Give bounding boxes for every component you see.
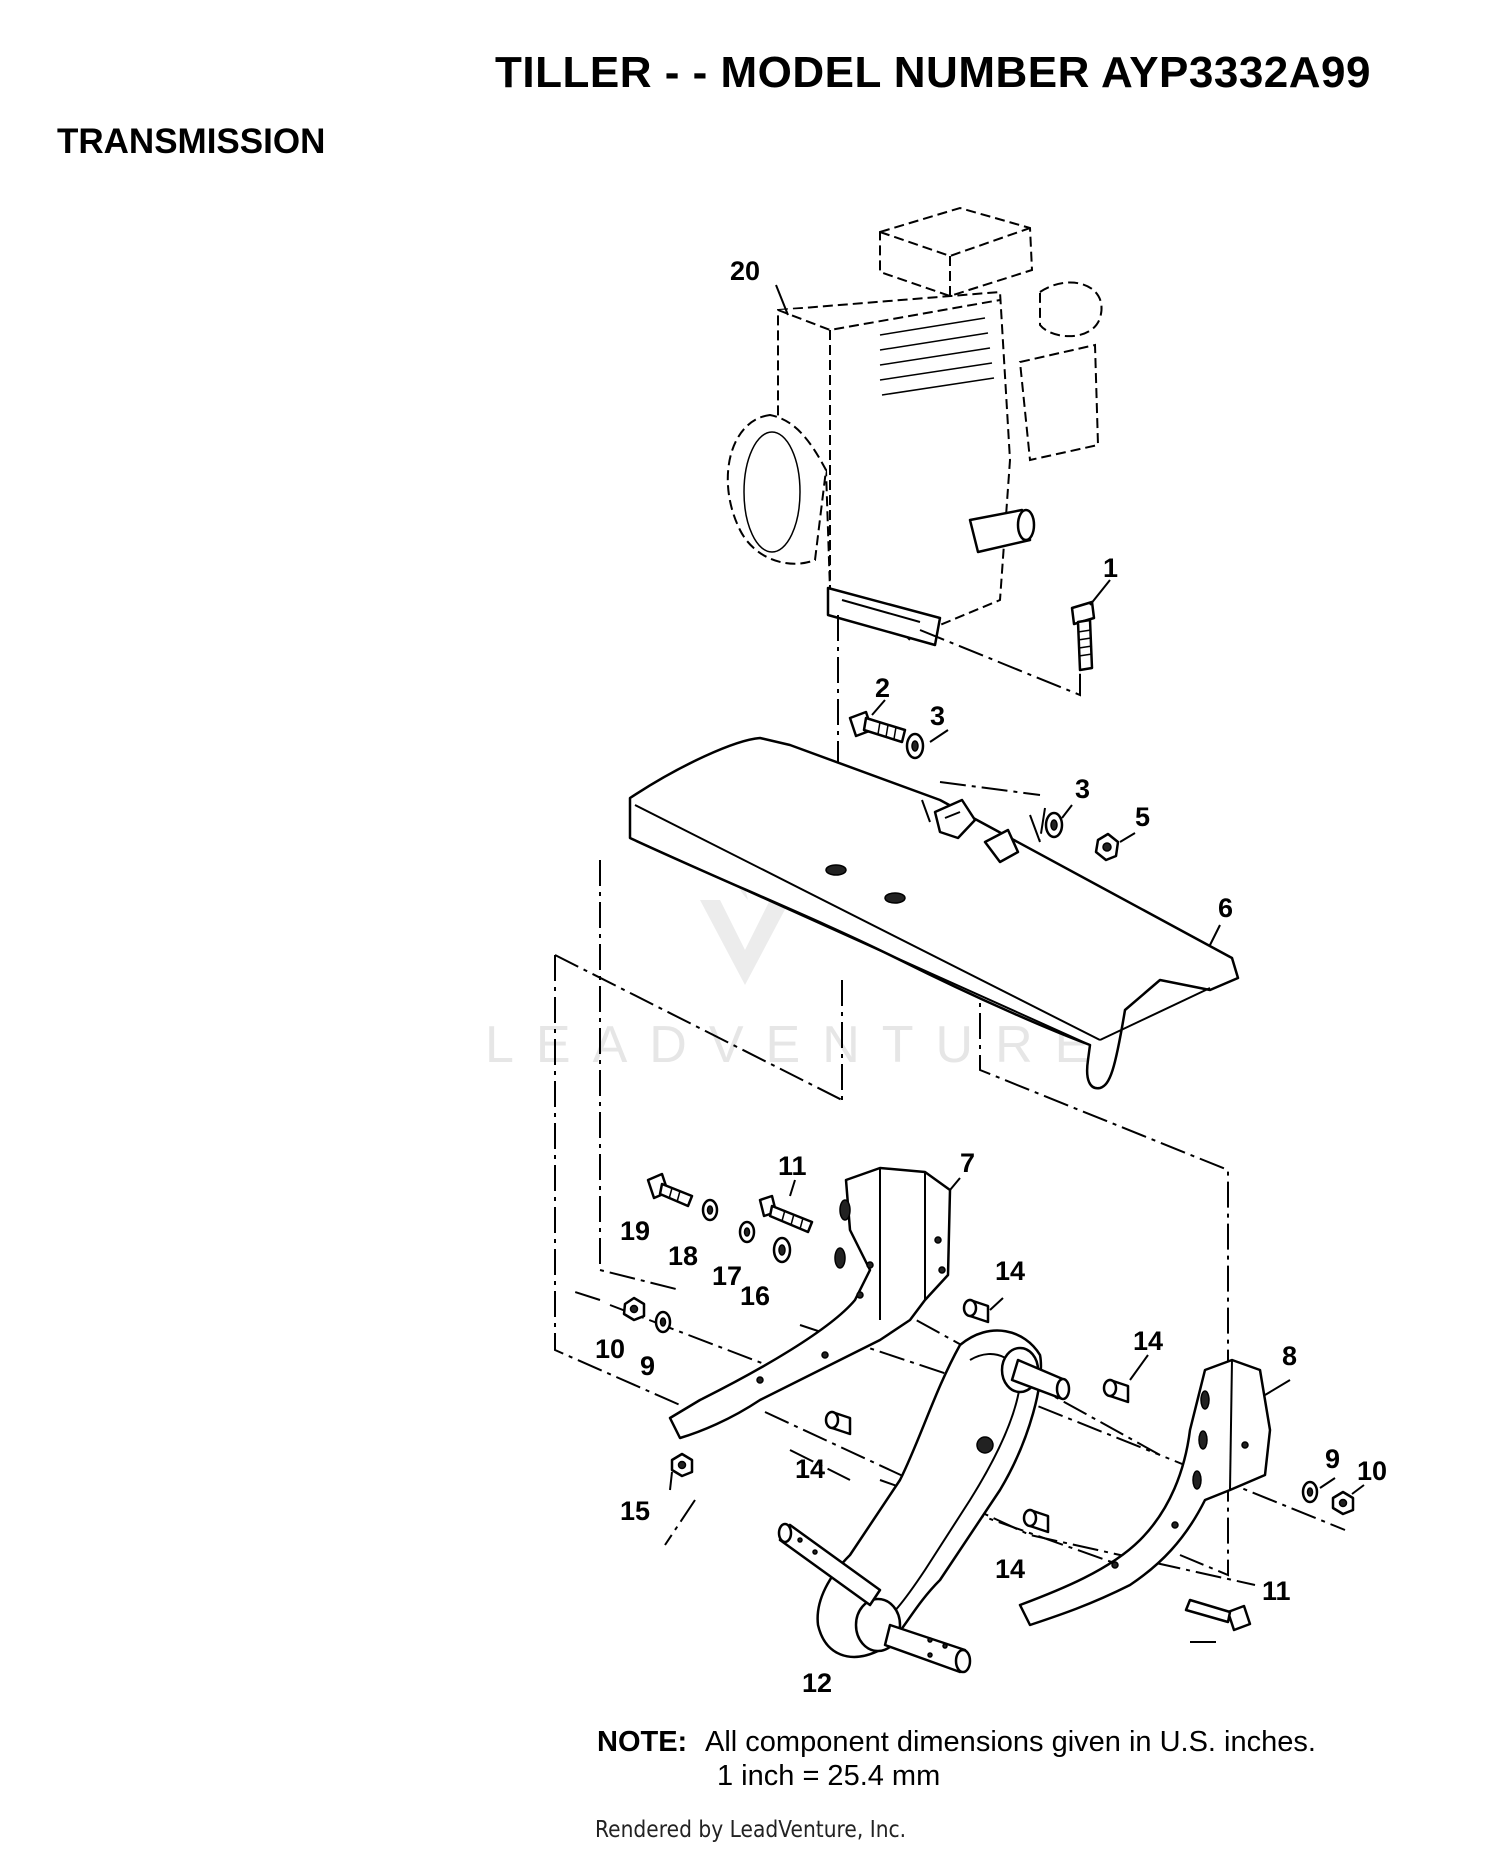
callout-1: 1 <box>1103 553 1118 583</box>
callout-10a: 10 <box>595 1334 625 1364</box>
dimension-note: NOTE: All component dimensions given in U… <box>597 1725 1316 1793</box>
spacer-part-14a <box>962 1298 990 1324</box>
callout-2: 2 <box>875 673 890 703</box>
callout-15: 15 <box>620 1496 650 1526</box>
washer-part-18 <box>701 1198 719 1222</box>
washer-part-3a <box>905 732 925 760</box>
bolt-part-2 <box>848 710 907 744</box>
bolt-part-11a <box>758 1194 814 1234</box>
washer-part-9b <box>1301 1480 1319 1504</box>
callout-9a: 9 <box>640 1351 655 1381</box>
callout-9b: 9 <box>1325 1444 1340 1474</box>
note-label: NOTE: <box>597 1726 688 1758</box>
callout-10b: 10 <box>1357 1456 1387 1486</box>
nut-part-15 <box>670 1452 694 1478</box>
watermark-text: LEADVENTURE <box>485 1016 1111 1074</box>
footer-credit: Rendered by LeadVenture, Inc. <box>595 1817 907 1843</box>
callout-3a: 3 <box>930 701 945 731</box>
spacer-part-14b <box>1102 1378 1130 1404</box>
callout-12: 12 <box>802 1668 832 1698</box>
callout-8: 8 <box>1282 1341 1297 1371</box>
washer-part-16 <box>772 1236 792 1264</box>
support-arm-part-7 <box>668 1166 952 1440</box>
callout-11a: 11 <box>778 1151 807 1181</box>
transmission-part-12 <box>777 1329 1071 1674</box>
callout-20: 20 <box>730 256 760 286</box>
watermark: LEADVENTURE <box>485 790 1111 1074</box>
washer-part-17 <box>738 1220 756 1244</box>
callout-7: 7 <box>960 1148 975 1178</box>
callout-11b: 11 <box>1262 1576 1291 1606</box>
spacer-part-14d <box>1022 1508 1050 1534</box>
callout-16: 16 <box>740 1281 770 1311</box>
note-line-2: 1 inch = 25.4 mm <box>717 1760 941 1792</box>
tine-shield-part-6 <box>628 736 1240 1090</box>
bolt-part-19 <box>646 1172 694 1208</box>
callout-14a: 14 <box>995 1256 1025 1286</box>
callout-14d: 14 <box>995 1554 1025 1584</box>
callout-leaders <box>669 284 1365 1495</box>
engine-part-20 <box>726 206 1103 647</box>
callout-14c: 14 <box>795 1454 825 1484</box>
washer-part-9a <box>654 1310 672 1334</box>
callout-17: 17 <box>712 1261 742 1291</box>
nut-part-5 <box>1094 832 1120 862</box>
bolt-part-11b <box>1184 1598 1252 1632</box>
note-line-1: All component dimensions given in U.S. i… <box>705 1726 1316 1758</box>
callout-6: 6 <box>1218 893 1233 923</box>
bolt-part-1 <box>1070 600 1096 672</box>
callout-19: 19 <box>620 1216 650 1246</box>
support-arm-part-8 <box>1018 1358 1272 1627</box>
section-title: TRANSMISSION <box>57 122 326 161</box>
callout-labels: 20 1 2 3 3 5 6 11 7 19 18 17 16 14 14 8 … <box>595 256 1387 1698</box>
callout-14b: 14 <box>1133 1326 1163 1356</box>
nut-part-10a <box>622 1296 646 1322</box>
callout-3b: 3 <box>1075 774 1090 804</box>
callout-5: 5 <box>1135 802 1150 832</box>
page-title: TILLER - - MODEL NUMBER AYP3332A99 <box>495 48 1371 97</box>
nut-part-10b <box>1331 1490 1355 1516</box>
spacer-part-14c <box>824 1410 852 1436</box>
washer-part-3b <box>1044 811 1064 839</box>
callout-18: 18 <box>668 1241 698 1271</box>
